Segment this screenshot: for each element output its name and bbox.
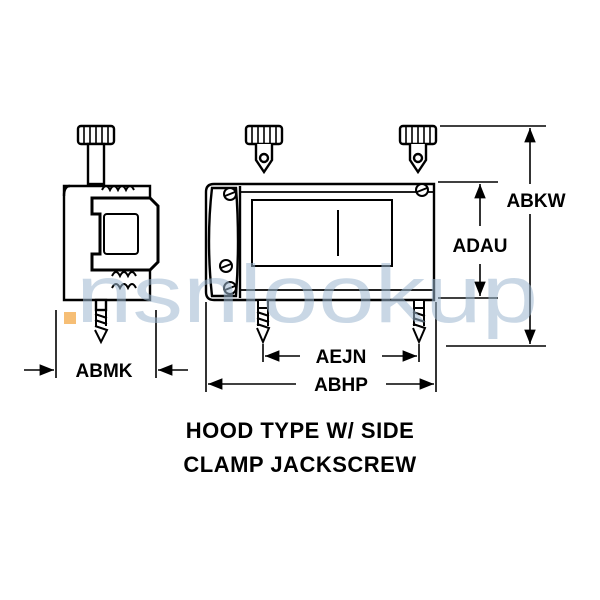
watermark-text: nsnlookup — [76, 249, 538, 340]
caption-line-1: HOOD TYPE W/ SIDE — [185, 418, 415, 443]
side-view — [62, 124, 160, 345]
hood-screws — [219, 183, 429, 295]
dim-label-aejn: AEJN — [316, 347, 367, 368]
dim-label-abmk: ABMK — [76, 361, 133, 382]
watermark: nsnlookup — [64, 249, 538, 340]
caption-line-2: CLAMP JACKSCREW — [183, 452, 417, 477]
jackscrew-shaft — [86, 142, 106, 186]
locking-screw-side — [94, 309, 109, 345]
dim-label-adau: ADAU — [453, 236, 508, 257]
hood-panel — [251, 199, 393, 267]
dim-label-abhp: ABHP — [314, 375, 368, 396]
front-view — [204, 124, 438, 345]
dim-label-abkw: ABKW — [506, 191, 565, 212]
hood-body — [204, 182, 436, 302]
locking-screws — [256, 299, 427, 345]
dimension-lines — [24, 125, 546, 392]
